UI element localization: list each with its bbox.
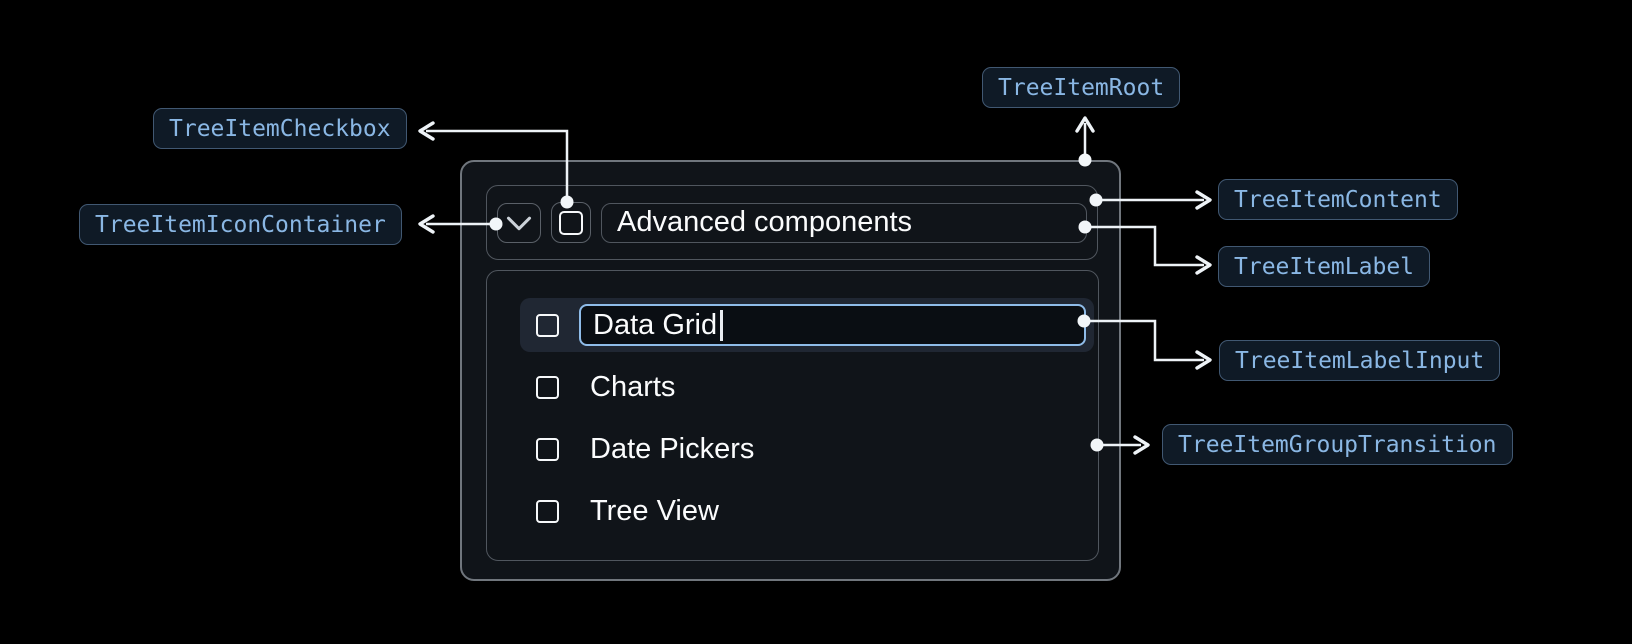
tree-item-checkbox[interactable] — [551, 202, 591, 243]
tree-row[interactable]: Date Pickers — [520, 422, 1094, 476]
tree-item-label-text: Date Pickers — [590, 432, 755, 465]
checkbox-unchecked-icon[interactable] — [536, 313, 559, 337]
annotation-tree-item-label: TreeItemLabel — [1218, 246, 1431, 287]
tree-item-label-text: Charts — [590, 370, 676, 403]
tree-item-content[interactable]: Advanced components — [486, 185, 1098, 260]
arrow-left-icon — [418, 214, 435, 234]
annotation-tree-item-content: TreeItemContent — [1218, 179, 1458, 220]
annotation-tree-item-icon-container: TreeItemIconContainer — [79, 204, 402, 245]
arrow-up-icon — [1075, 116, 1095, 133]
arrow-right-icon — [1195, 255, 1212, 275]
label-input-value: Data Grid — [593, 308, 718, 341]
tree-item-group-transition: Data Grid Charts Date Pickers Tree View — [486, 270, 1099, 561]
text-caret — [720, 309, 723, 341]
tree-row-editing[interactable]: Data Grid — [520, 298, 1094, 352]
annotation-tree-item-checkbox: TreeItemCheckbox — [153, 108, 407, 149]
arrow-right-icon — [1195, 190, 1212, 210]
tree-row[interactable]: Charts — [520, 360, 1094, 414]
arrow-right-icon — [1133, 435, 1150, 455]
tree-row[interactable]: Tree View — [520, 484, 1094, 538]
annotation-tree-item-group-transition: TreeItemGroupTransition — [1162, 424, 1513, 465]
arrow-left-icon — [418, 121, 435, 141]
annotation-tree-item-label-input: TreeItemLabelInput — [1219, 340, 1501, 381]
chevron-down-icon — [506, 216, 532, 230]
checkbox-unchecked-icon[interactable] — [536, 437, 559, 461]
tree-item-label-input[interactable]: Data Grid — [579, 304, 1086, 346]
tree-item-label-text: Advanced components — [617, 206, 913, 238]
tree-item-root: Advanced components Data Grid Charts Dat… — [460, 160, 1121, 581]
tree-item-label: Advanced components — [601, 202, 1087, 243]
tree-item-label-text: Tree View — [590, 494, 719, 527]
checkbox-unchecked-icon[interactable] — [536, 499, 559, 523]
annotation-tree-item-root: TreeItemRoot — [982, 67, 1181, 108]
checkbox-unchecked-icon — [559, 210, 583, 235]
arrow-right-icon — [1195, 350, 1212, 370]
checkbox-unchecked-icon[interactable] — [536, 375, 559, 399]
tree-item-icon-container[interactable] — [497, 202, 541, 243]
